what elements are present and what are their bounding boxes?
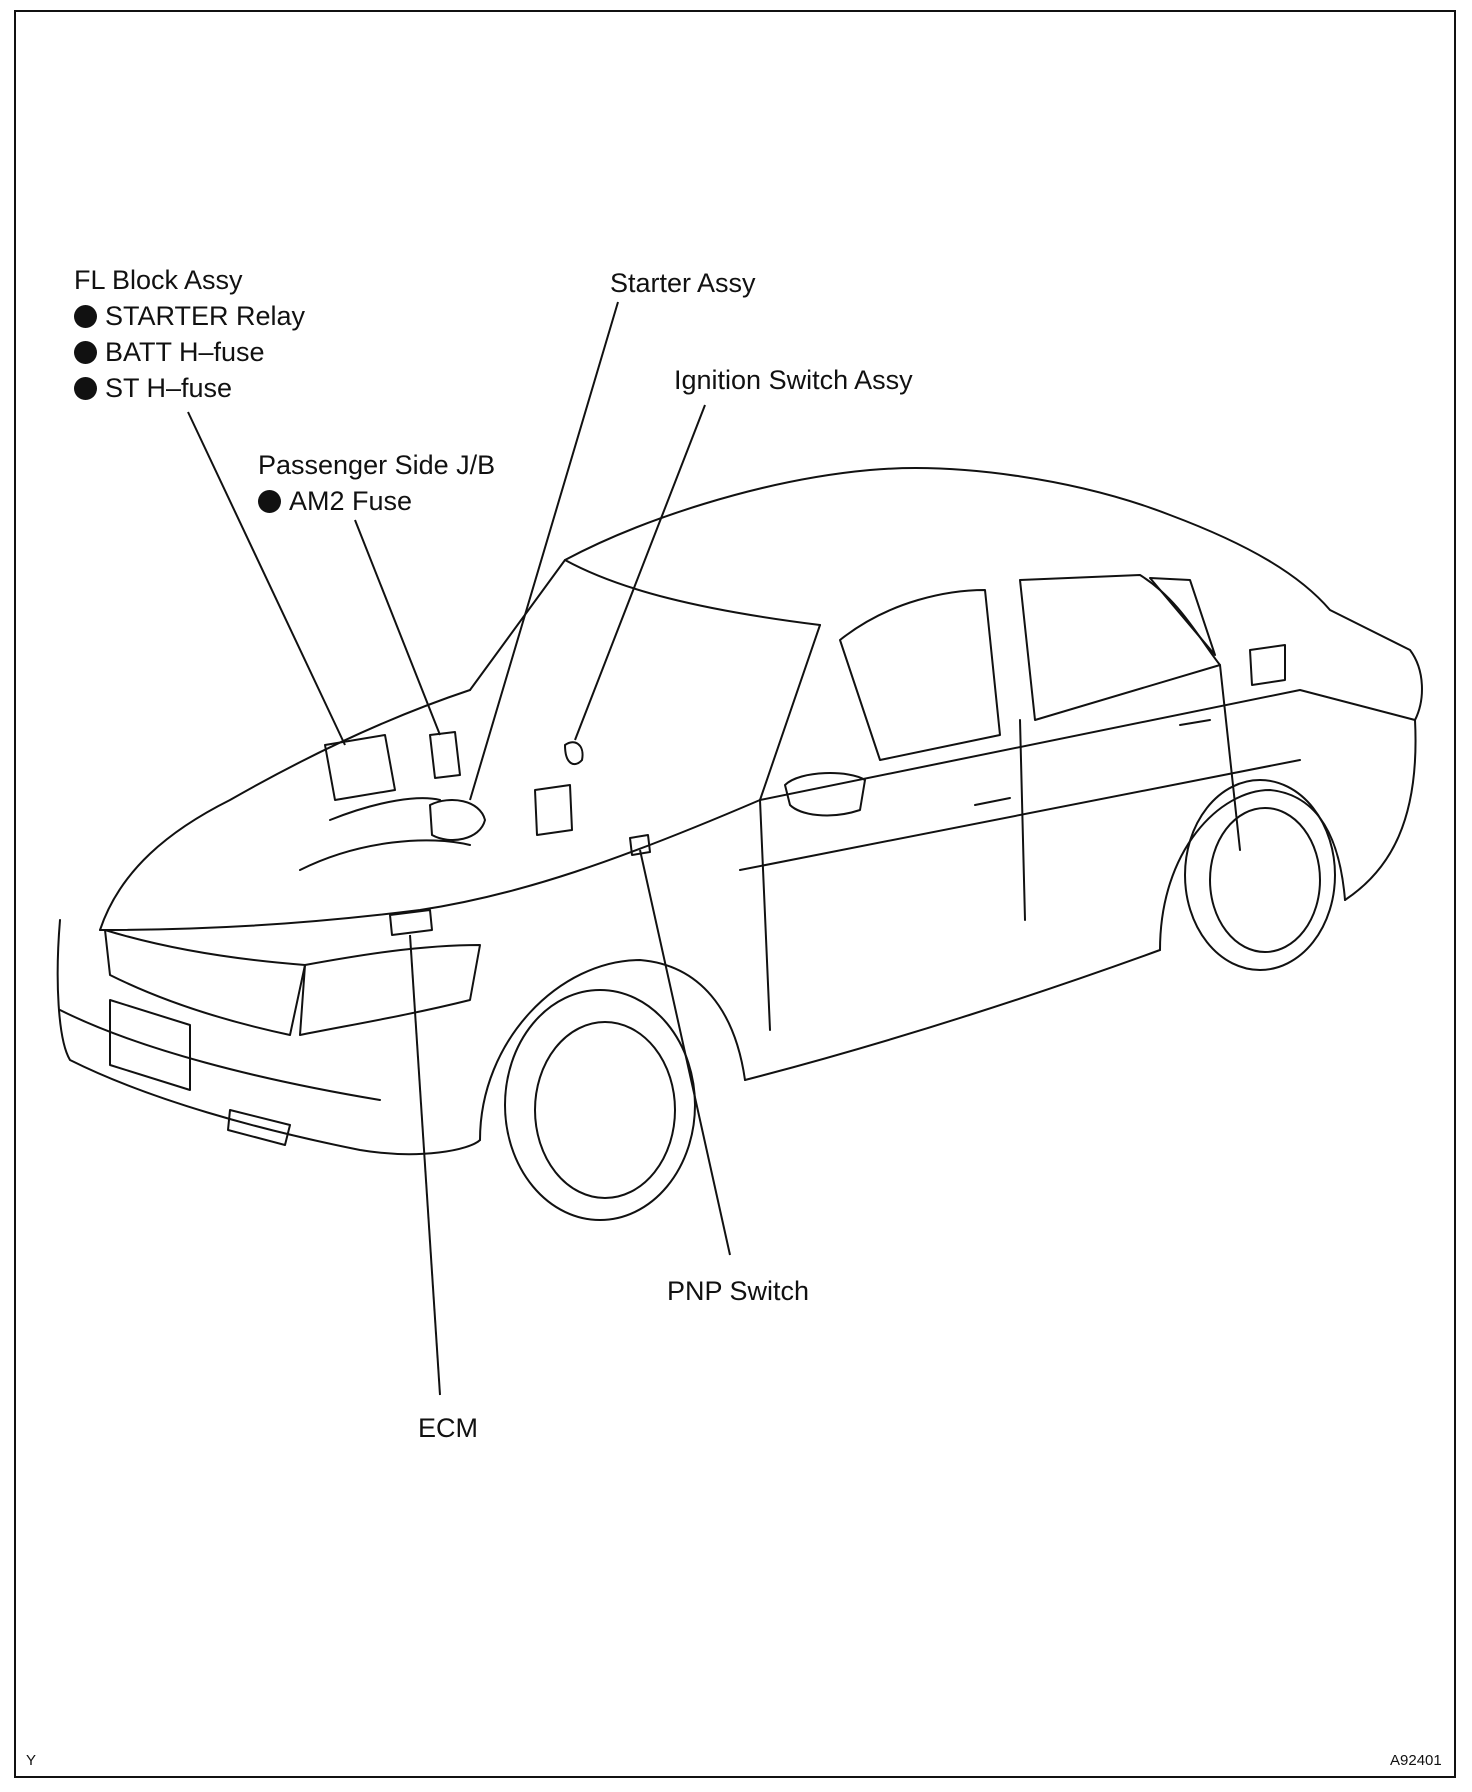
reservoir — [534, 784, 573, 836]
side-sill — [744, 949, 1161, 1081]
windshield — [469, 559, 821, 691]
passenger-jb-label: Passenger Side J/B AM2 Fuse — [258, 447, 495, 519]
hood-outline — [99, 689, 471, 931]
roof-outline — [564, 467, 1423, 721]
front-wheel-arch — [479, 959, 746, 1141]
bullet-dot-icon — [74, 376, 97, 400]
ignition-switch-label: Ignition Switch Assy — [674, 365, 913, 395]
hood-front-edge — [99, 799, 761, 931]
starter-body — [429, 799, 486, 841]
rear-wheel-arch — [1159, 789, 1346, 951]
rear-body — [1344, 719, 1417, 901]
rear-door-handle — [1179, 719, 1211, 726]
front-door-handle — [974, 797, 1011, 806]
corner-code-left: Y — [26, 1752, 37, 1769]
batt-hfuse-text: BATT H–fuse — [105, 337, 265, 367]
rear-door-window — [1019, 574, 1221, 721]
figure-code: A92401 — [1390, 1752, 1442, 1769]
rear-wheel — [1184, 779, 1336, 971]
pnp-switch — [629, 834, 651, 856]
leader-starter — [469, 301, 619, 801]
ignition-switch — [564, 741, 584, 766]
front-wheel-rim — [534, 1021, 676, 1199]
st-hfuse-text: ST H–fuse — [105, 373, 233, 403]
am2-fuse-text: AM2 Fuse — [289, 486, 413, 516]
bullet-dot-icon — [74, 340, 97, 364]
leader-ecm — [409, 934, 441, 1396]
fl-block-item: BATT H–fuse — [74, 334, 305, 370]
a-pillar — [759, 624, 821, 801]
rear-door-edge — [1219, 664, 1241, 851]
bullet-dot-icon — [74, 304, 97, 328]
leader-pnp — [639, 849, 731, 1256]
pnp-switch-label: PNP Switch — [667, 1276, 810, 1306]
ecm-label: ECM — [418, 1413, 478, 1443]
leader-passenger-jb — [354, 519, 441, 736]
leader-ignition — [574, 404, 706, 741]
fuel-door — [1249, 644, 1286, 686]
front-wheel — [504, 989, 696, 1221]
grille — [104, 929, 306, 1036]
starter-label: Starter Assy — [610, 268, 756, 298]
fl-block-item: STARTER Relay — [74, 298, 305, 334]
leader-fl-block — [187, 411, 346, 746]
belt-line — [759, 689, 1416, 801]
diagram-frame — [14, 10, 1456, 1778]
rear-quarter-window — [1149, 577, 1216, 656]
fog-light — [227, 1109, 291, 1146]
body-crease — [739, 759, 1301, 871]
fl-block-item: ST H–fuse — [74, 370, 305, 406]
fl-block-title: FL Block Assy — [74, 265, 243, 295]
starter-relay-text: STARTER Relay — [105, 301, 306, 331]
license-plate — [109, 999, 191, 1091]
lower-bumper-line — [59, 1009, 381, 1101]
bullet-dot-icon — [258, 489, 281, 513]
fl-block-box — [324, 734, 396, 801]
fl-block-label: FL Block Assy STARTER Relay BATT H–fuse … — [74, 262, 305, 406]
front-door — [759, 719, 1026, 1031]
passenger-jb-item: AM2 Fuse — [258, 483, 495, 519]
rear-wheel-rim — [1209, 807, 1321, 953]
engine-cover — [299, 797, 471, 871]
front-bumper — [56, 919, 481, 1156]
passenger-jb-title: Passenger Side J/B — [258, 450, 496, 480]
side-mirror — [784, 772, 866, 817]
ecm-box — [389, 909, 433, 936]
headlight — [299, 944, 481, 1036]
passenger-jb-box — [429, 731, 461, 779]
front-door-window — [839, 589, 1001, 761]
